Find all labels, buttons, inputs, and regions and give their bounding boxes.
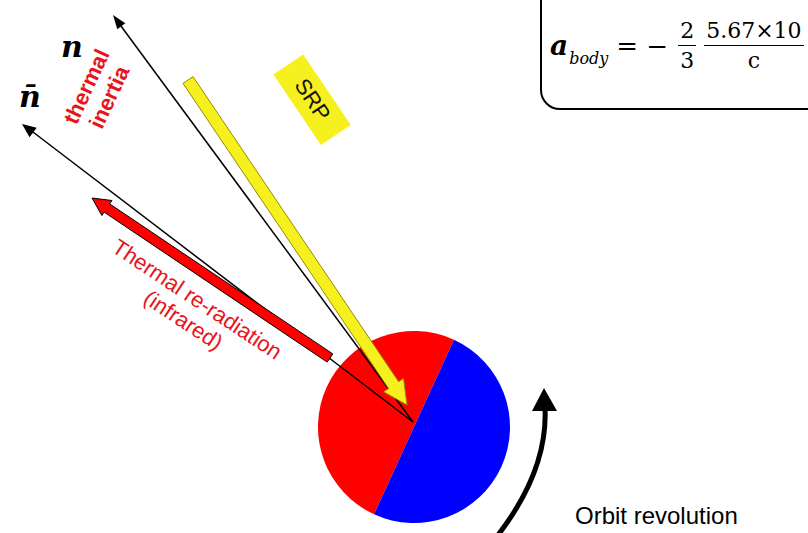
annotation: Orbit revolution	[575, 502, 738, 530]
formula-box: abody= −235.67×10c	[540, 0, 808, 110]
numerator: 5.67×10	[704, 18, 803, 46]
label-box: SRP	[273, 54, 351, 145]
lagged-normal-line	[29, 129, 413, 422]
arrowhead	[113, 15, 125, 29]
fraction: 23	[678, 18, 696, 73]
vector-symbol: a	[550, 29, 568, 62]
vector-label: n̄	[19, 80, 41, 115]
denominator: 3	[680, 46, 694, 73]
formula-symbol: abody	[550, 29, 608, 62]
box-label: SRP	[290, 74, 336, 125]
arrowhead	[532, 388, 557, 411]
numerator: 2	[678, 18, 696, 46]
denominator: c	[748, 46, 760, 73]
body-sphere	[287, 300, 541, 533]
vector-label: n	[61, 30, 83, 65]
arrowhead	[22, 124, 37, 137]
fraction: 5.67×10c	[704, 18, 803, 73]
operator: = −	[616, 31, 668, 61]
subscript: body	[569, 49, 608, 68]
orbit-arrow	[498, 408, 545, 533]
formula-row: abody= −235.67×10c	[550, 18, 808, 73]
